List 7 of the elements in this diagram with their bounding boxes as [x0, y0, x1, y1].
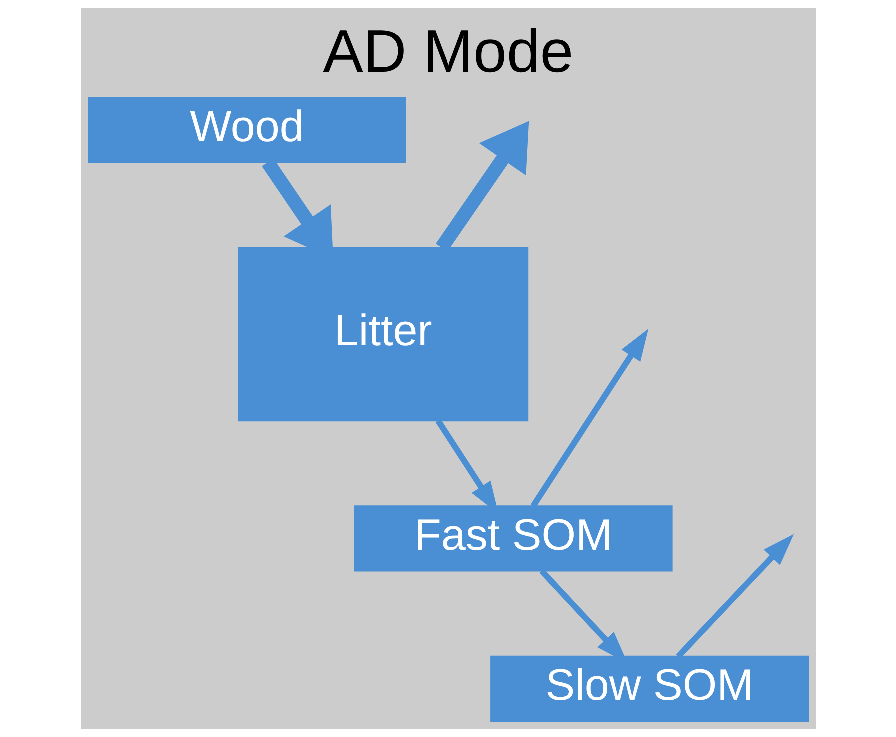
node-box: Fast SOM — [354, 506, 672, 572]
arrow — [676, 534, 794, 659]
diagram-title: AD Mode — [322, 18, 574, 86]
node-box: Slow SOM — [490, 656, 808, 722]
node-box: Litter — [238, 247, 528, 422]
arrow — [530, 328, 648, 508]
node-box: Wood — [88, 97, 406, 164]
